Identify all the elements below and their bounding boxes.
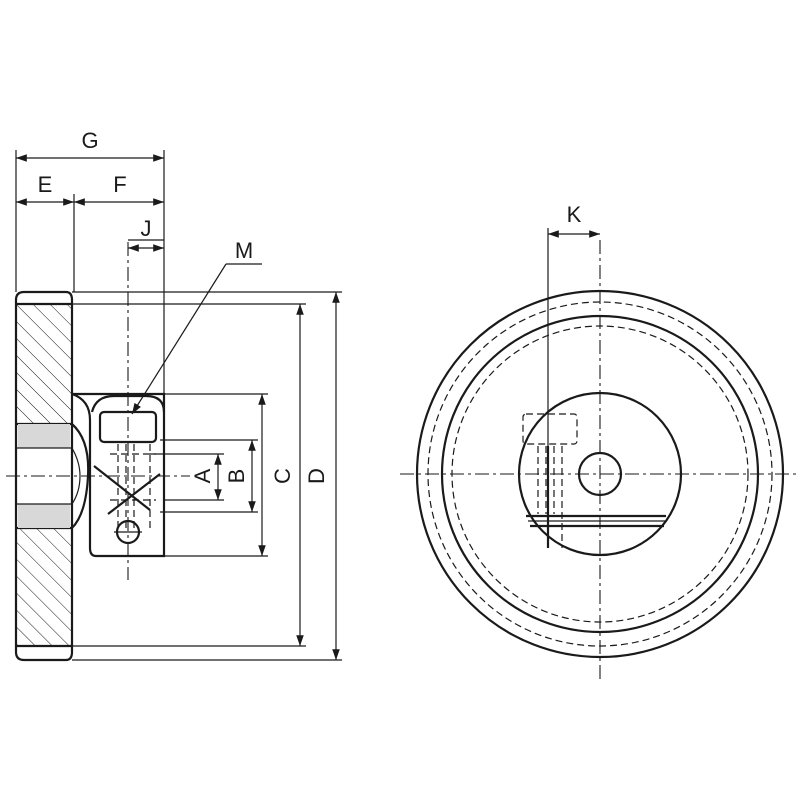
- label-a: A: [190, 468, 215, 483]
- label-b: B: [224, 469, 249, 484]
- dimension-a: A: [150, 453, 224, 501]
- handle-body: [71, 392, 166, 558]
- dimension-e-f: E F: [15, 172, 164, 292]
- label-f: F: [113, 172, 126, 197]
- handle-hidden-knob: [522, 413, 578, 445]
- rim-outline: [14, 290, 74, 662]
- label-c: C: [270, 468, 295, 484]
- label-g: G: [81, 128, 98, 153]
- front-view: [400, 240, 798, 680]
- side-section-view: [6, 242, 190, 662]
- label-m: M: [235, 238, 253, 263]
- dimension-k: K: [547, 202, 600, 446]
- leader-m: M: [131, 238, 262, 415]
- label-d: D: [304, 468, 329, 484]
- dimension-c: C: [164, 393, 295, 557]
- dimension-j: J: [128, 216, 164, 252]
- hub-bore-shade: [18, 424, 70, 448]
- hub-bore-shade-lower: [18, 504, 70, 528]
- dimension-b: B: [160, 439, 258, 513]
- rim-hatch-upper: [16, 304, 72, 424]
- label-e: E: [38, 172, 53, 197]
- label-k: K: [567, 202, 582, 227]
- dimension-d: D: [72, 291, 342, 661]
- dimension-rim-inner: [72, 303, 306, 647]
- label-j: J: [141, 216, 152, 241]
- rim-hatch-lower: [16, 528, 72, 646]
- dimension-g: G: [15, 128, 165, 394]
